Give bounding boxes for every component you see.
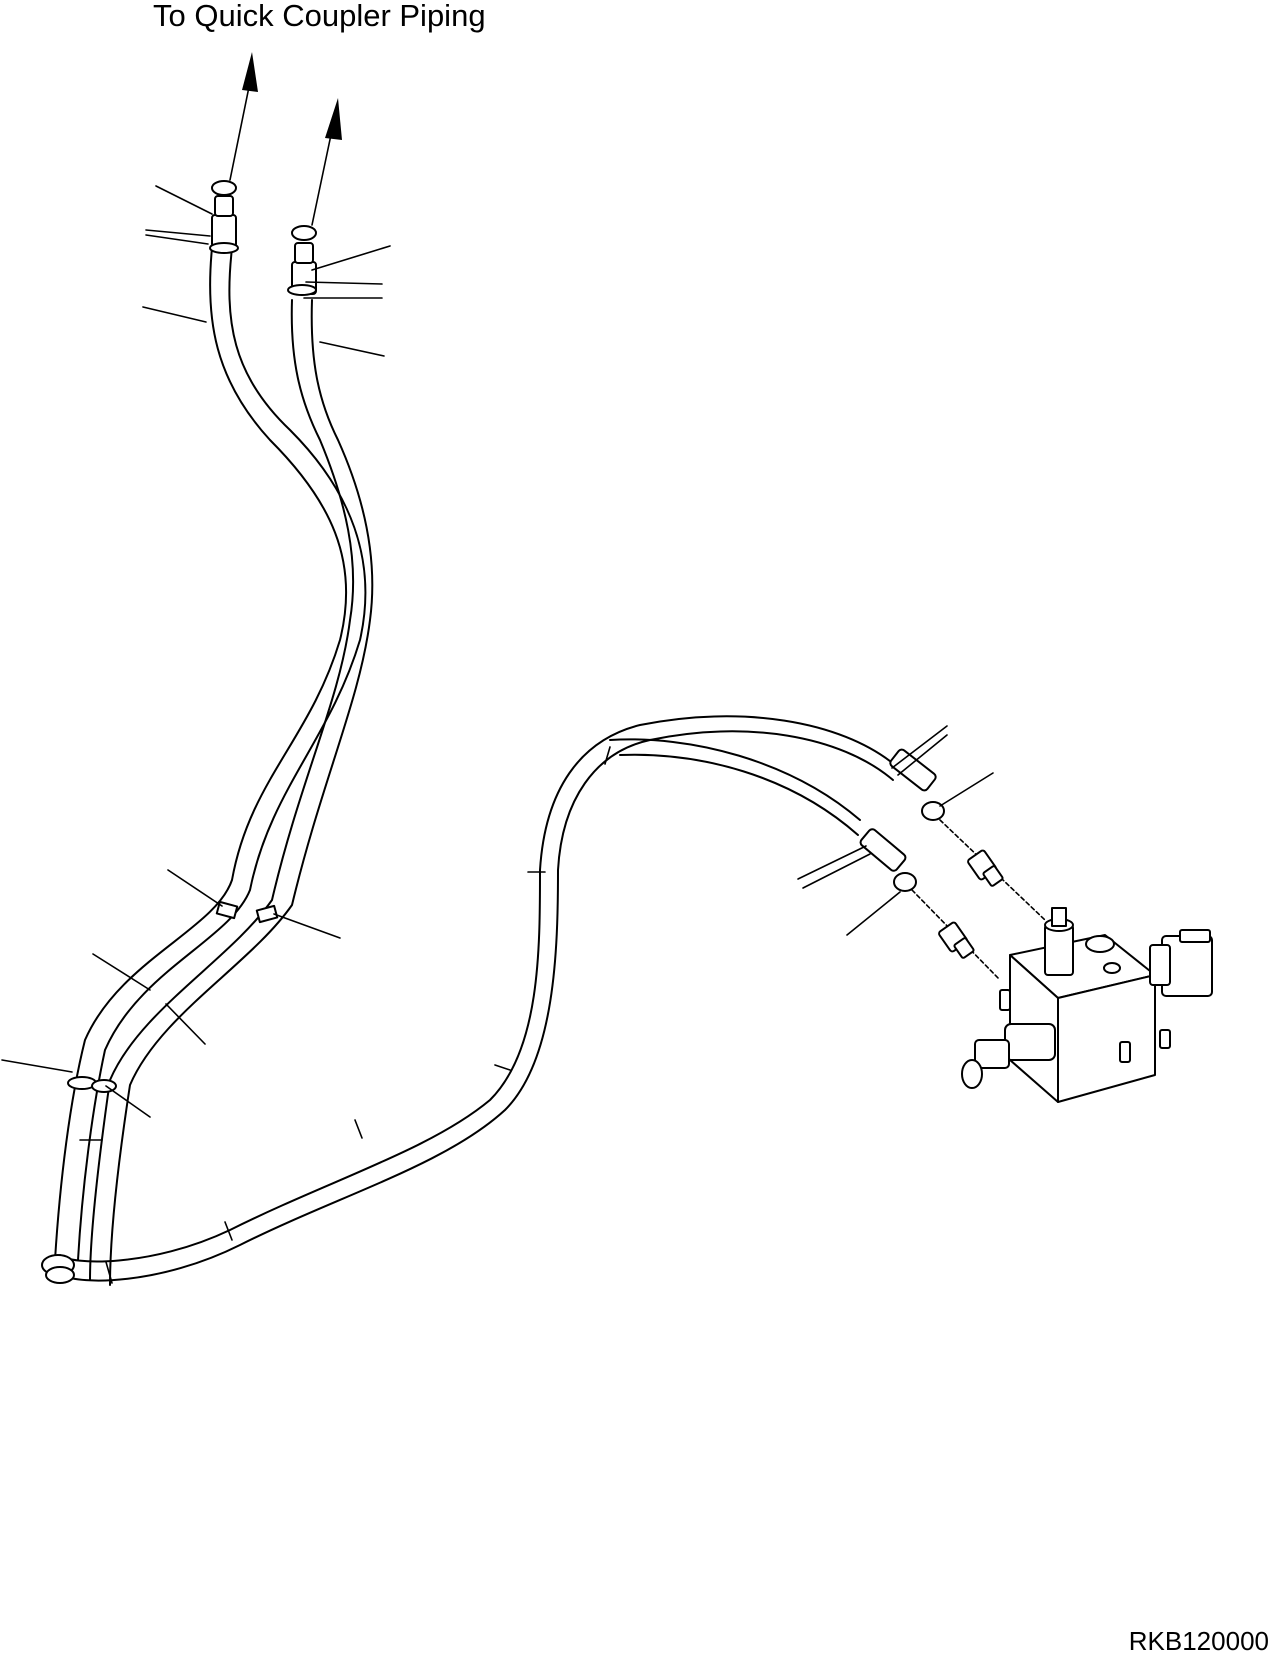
valve-block xyxy=(961,907,1213,1103)
fitting-lower-a xyxy=(889,748,945,821)
quick-coupler-caption: To Quick Coupler Piping xyxy=(153,0,486,33)
hose-loop xyxy=(41,1254,75,1284)
arrow-right xyxy=(311,98,342,226)
adapter-b xyxy=(911,889,1001,981)
drawing-code: RKB120000 xyxy=(1128,1626,1269,1656)
fitting-lower-b xyxy=(859,828,917,892)
arrow-left xyxy=(229,52,258,181)
fitting-upper-right xyxy=(287,225,317,296)
fitting-upper-left xyxy=(209,180,239,254)
hose-upper-right xyxy=(89,299,374,1286)
hose-lower-long xyxy=(59,715,896,1282)
hose-upper-left xyxy=(54,247,367,1261)
hose-bands xyxy=(79,746,611,1284)
leader-lines xyxy=(1,185,994,1118)
adapter-a xyxy=(939,819,1046,921)
